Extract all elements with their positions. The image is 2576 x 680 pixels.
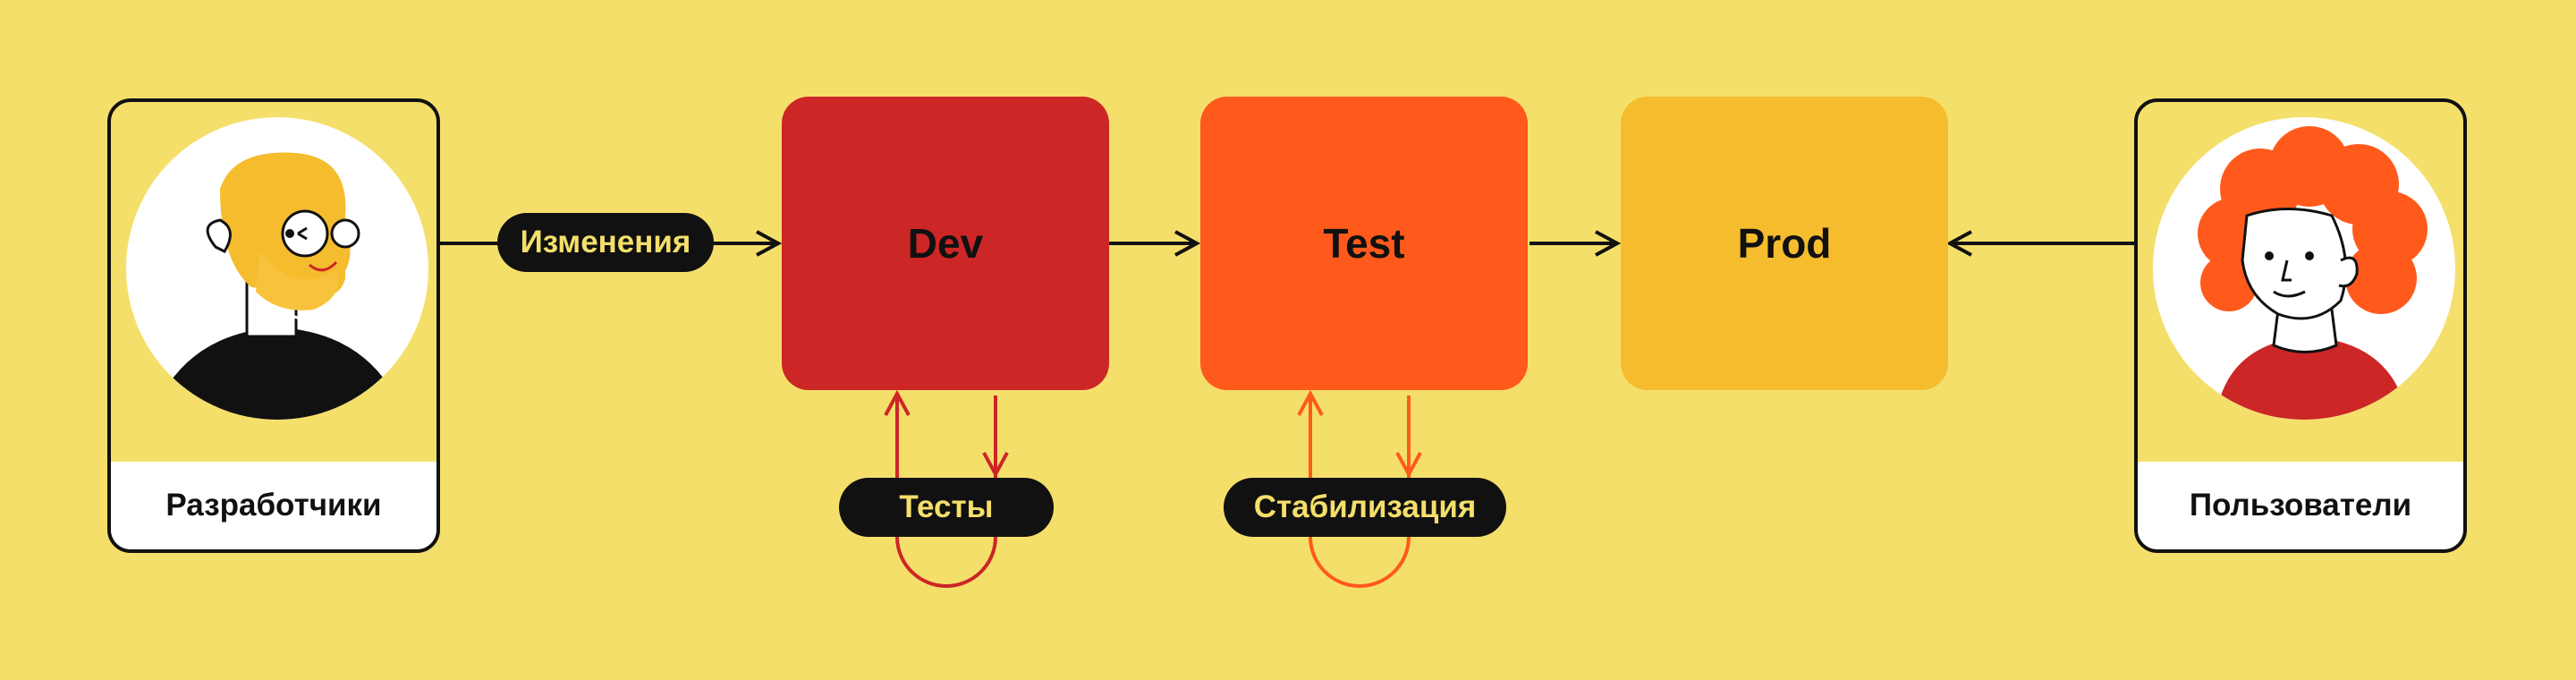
developers-label: Разработчики [111,462,436,549]
developers-card: Разработчики [107,98,440,553]
tests-label: Тесты [839,478,1054,537]
user-avatar-icon [2153,117,2455,420]
dev-stage: Dev [782,97,1109,390]
test-label: Test [1323,220,1405,267]
dev-label: Dev [907,220,984,267]
loop-test-stabilization [1309,395,1411,588]
prod-label: Prod [1737,220,1832,267]
changes-label: Изменения [497,213,714,272]
developer-avatar-icon [126,117,428,420]
prod-stage: Prod [1621,97,1948,390]
users-card: Пользователи [2134,98,2467,553]
loop-dev-tests [895,395,997,588]
users-label: Пользователи [2138,462,2463,549]
test-stage: Test [1200,97,1528,390]
stabilization-label: Стабилизация [1224,478,1506,537]
